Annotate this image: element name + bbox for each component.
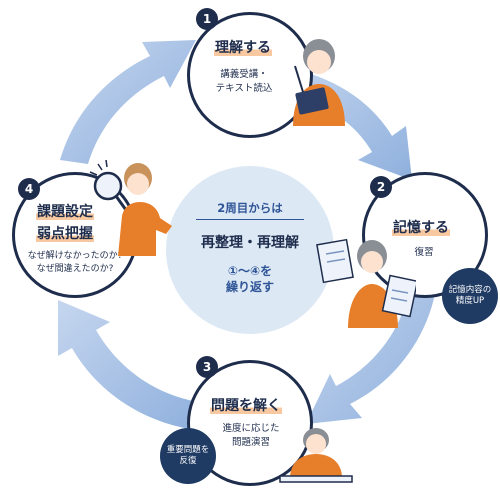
step-1-desc: 講義受講・ テキスト読込 — [205, 68, 283, 96]
step-3-number: 3 — [196, 356, 218, 378]
step-4-desc-line: なぜ解けなかったのか? — [27, 251, 123, 261]
step-1-desc-line: テキスト読込 — [215, 82, 273, 94]
center-line-2: 再整理・再理解 — [201, 235, 299, 251]
reading-woman-illustration — [293, 39, 345, 126]
step-1-number: 1 — [196, 8, 218, 30]
memory-precision-badge: 記憶内容の 精度UP — [442, 268, 498, 324]
step-1-desc-line: 講義受講・ — [220, 69, 268, 80]
step-4-title-line-1: 課題設定 — [36, 204, 94, 221]
memory-badge-line: 記憶内容の — [448, 284, 492, 295]
arrow-3-to-4 — [58, 300, 198, 430]
center-line-3: ①～④を — [227, 264, 273, 278]
step-3-title: 問題を解く — [210, 398, 282, 415]
center-divider — [196, 219, 304, 220]
magnifier-woman-illustration — [89, 159, 172, 256]
step-3-desc-line: 進度に応じた — [222, 423, 280, 434]
step-1-title: 理解する — [214, 40, 272, 57]
memory-badge-line: 精度UP — [455, 296, 485, 306]
step-3-desc: 進度に応じた 問題演習 — [210, 422, 292, 450]
studying-woman-illustration — [279, 428, 353, 483]
step-3-desc-line: 問題演習 — [231, 436, 270, 448]
step-4-desc: なぜ解けなかったのか? なぜ間違えたのか? — [14, 250, 136, 276]
step-4-number: 4 — [18, 178, 40, 200]
step-2-title: 記憶する — [392, 220, 450, 237]
step-2-number: 2 — [370, 176, 392, 198]
review-badge-line: 反復 — [179, 456, 197, 466]
step-4-desc-line: なぜ間違えたのか? — [36, 264, 114, 275]
woman-with-papers-illustration — [316, 238, 416, 328]
center-circle — [166, 166, 334, 334]
review-badge-line: 重要問題を — [166, 444, 210, 455]
step-2-desc: 復習 — [402, 246, 446, 260]
step-2-desc-line: 復習 — [414, 247, 434, 258]
center-line-4: 繰り返す — [225, 280, 274, 294]
review-important-badge: 重要問題を 反復 — [160, 428, 216, 484]
arrow-4-to-1 — [60, 40, 196, 164]
center-line-1: 2周目からは — [217, 201, 283, 215]
step-4-title-line-2: 弱点把握 — [36, 226, 94, 243]
step-1-node — [187, 12, 313, 138]
